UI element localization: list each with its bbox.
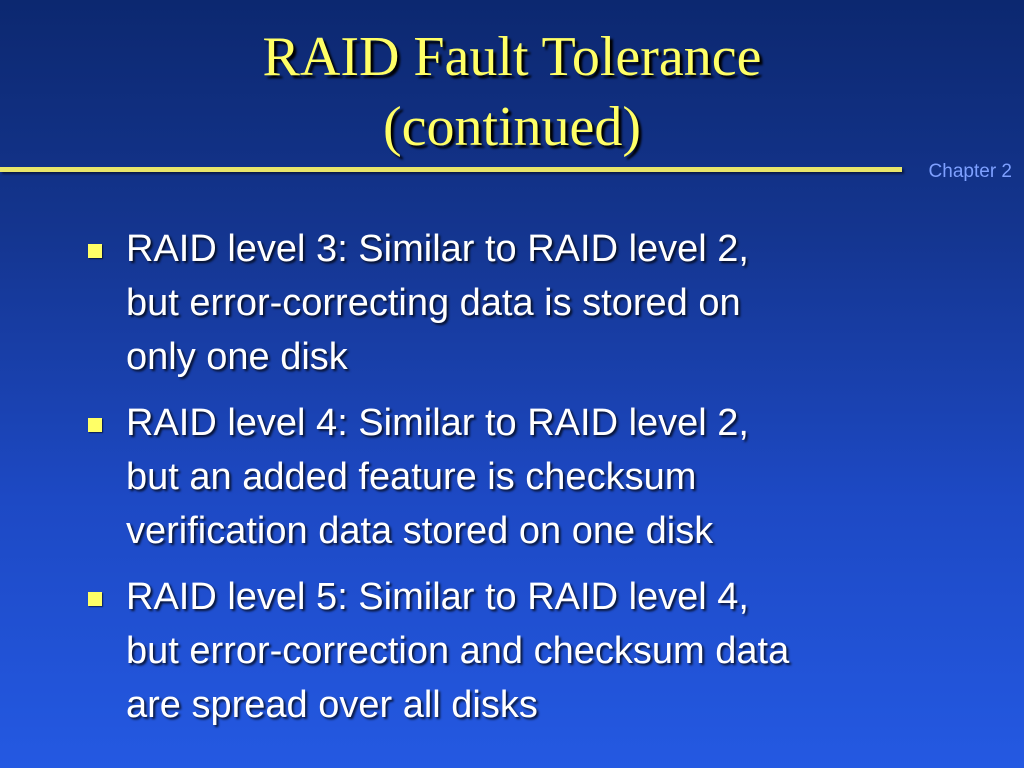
bullet-item-raid-5: RAID level 5: Similar to RAID level 4, b… — [88, 570, 988, 732]
bullet-text-line: only one disk — [126, 336, 348, 378]
chapter-label: Chapter 2 — [928, 161, 1012, 182]
bullet-text-line: but error-correction and checksum data — [126, 630, 790, 672]
bullet-text-line: RAID level 5: Similar to RAID level 4, — [126, 576, 749, 618]
slide-title-line: RAID Fault Tolerance — [262, 26, 762, 88]
slide-title: RAID Fault Tolerance (continued) — [0, 22, 1024, 162]
bullet-list: RAID level 3: Similar to RAID level 2, b… — [88, 222, 988, 744]
bullet-text-line: RAID level 3: Similar to RAID level 2, — [126, 228, 749, 270]
bullet-item-raid-3: RAID level 3: Similar to RAID level 2, b… — [88, 222, 988, 384]
bullet-text-line: but an added feature is checksum — [126, 456, 697, 498]
bullet-text-line: RAID level 4: Similar to RAID level 2, — [126, 402, 749, 444]
bullet-text-line: are spread over all disks — [126, 684, 538, 726]
bullet-text-line: verification data stored on one disk — [126, 510, 714, 552]
slide-title-line: (continued) — [382, 96, 642, 158]
bullet-item-raid-4: RAID level 4: Similar to RAID level 2, b… — [88, 396, 988, 558]
square-bullet-icon — [88, 592, 102, 606]
square-bullet-icon — [88, 244, 102, 258]
square-bullet-icon — [88, 418, 102, 432]
bullet-text-line: but error-correcting data is stored on — [126, 282, 741, 324]
title-divider — [0, 167, 902, 172]
